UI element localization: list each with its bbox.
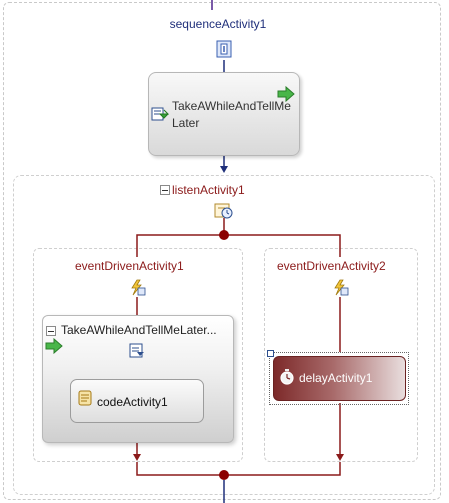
listen-collapse-icon[interactable]	[160, 185, 170, 195]
event-driven-icon	[334, 279, 349, 296]
ev2-out-arrow	[336, 454, 344, 461]
green-arrow-icon	[45, 338, 63, 354]
take-a-while-scope-title: TakeAWhileAndTellMeLater...	[61, 323, 217, 337]
send-activity-icon	[151, 107, 169, 121]
code-scroll-icon	[78, 390, 92, 406]
code-activity[interactable]	[70, 379, 204, 423]
take-a-while-activity[interactable]	[148, 72, 300, 156]
event-driven-activity-1-title: eventDrivenActivity1	[75, 259, 184, 273]
selection-handle[interactable]	[267, 350, 274, 357]
delay-selection-outline	[269, 352, 409, 405]
listen-icon	[214, 203, 233, 219]
seq-to-listen-arrow	[220, 166, 228, 173]
listen-bottom-merge	[136, 462, 341, 476]
ev1-out-arrow	[133, 454, 141, 461]
listen-top-branch	[136, 234, 341, 257]
delay-activity[interactable]	[273, 356, 406, 401]
listen-bottom-junction	[219, 470, 229, 480]
scope-start-icon	[129, 343, 144, 358]
sequence-activity-frame[interactable]	[3, 2, 441, 500]
listen-top-junction	[219, 230, 229, 240]
take-a-while-activity-label: TakeAWhileAndTellMeLater	[172, 99, 291, 130]
green-arrow-icon	[277, 86, 295, 102]
code-activity-label: codeActivity1	[97, 395, 168, 409]
scope-collapse-icon[interactable]	[46, 326, 56, 336]
event-driven-activity-1-frame[interactable]	[33, 248, 243, 462]
sequence-connector-icon	[216, 40, 232, 58]
sequence-activity-title: sequenceActivity1	[169, 17, 267, 31]
delay-activity-label: delayActivity1	[299, 371, 373, 385]
stopwatch-icon	[280, 369, 294, 385]
listen-activity-title: listenActivity1	[172, 183, 245, 197]
event-driven-activity-2-title: eventDrivenActivity2	[277, 259, 386, 273]
event-driven-icon	[131, 279, 146, 296]
event-driven-activity-2-frame[interactable]	[264, 248, 418, 462]
